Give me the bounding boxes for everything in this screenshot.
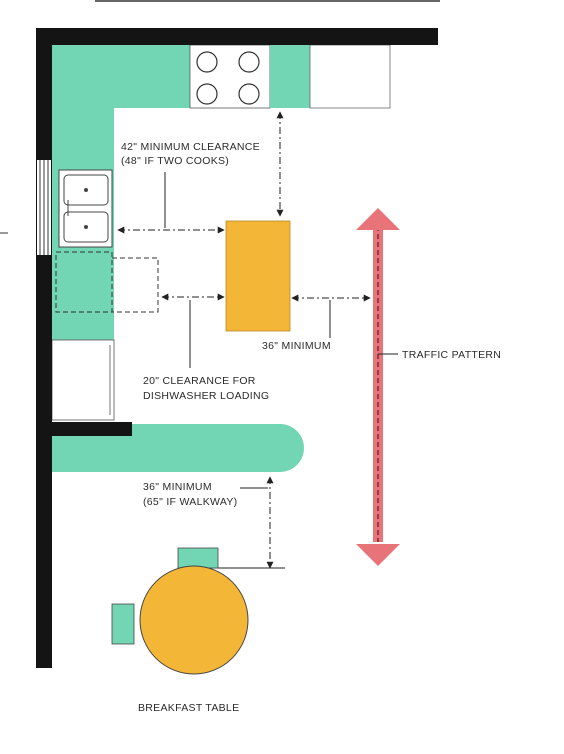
double-sink-icon <box>58 169 113 248</box>
refrigerator <box>309 44 391 109</box>
table-chair-left <box>111 603 135 645</box>
label-island-minimum: 36" MINIMUM <box>262 340 331 352</box>
label-traffic-pattern: TRAFFIC PATTERN <box>402 349 501 361</box>
dishwasher-door-swing <box>112 257 159 313</box>
window <box>37 160 51 255</box>
traffic-pattern-arrow <box>356 208 400 566</box>
stove-burner-icon <box>196 51 260 105</box>
label-walkway-1: 36" MINIMUM <box>143 481 212 493</box>
label-dishwasher-1: 20" CLEARANCE FOR <box>143 375 256 387</box>
label-breakfast-table: BREAKFAST TABLE <box>138 702 239 714</box>
peninsula-counter <box>52 424 304 472</box>
breakfast-table-group <box>111 547 249 675</box>
dishwasher <box>55 251 113 313</box>
label-walkway-2: (65" IF WALKWAY) <box>143 496 237 508</box>
kitchen-island <box>225 220 291 332</box>
label-dishwasher-2: DISHWASHER LOADING <box>143 390 269 402</box>
upper-counter-right <box>270 45 310 108</box>
table-chair-top <box>177 547 219 569</box>
label-clearance-cooks-1: 42" MINIMUM CLEARANCE <box>121 141 260 153</box>
wall-oven <box>51 339 115 421</box>
label-clearance-cooks-2: (48" IF TWO COOKS) <box>121 155 229 167</box>
dimension-lines <box>117 111 398 569</box>
breakfast-table <box>139 565 249 675</box>
